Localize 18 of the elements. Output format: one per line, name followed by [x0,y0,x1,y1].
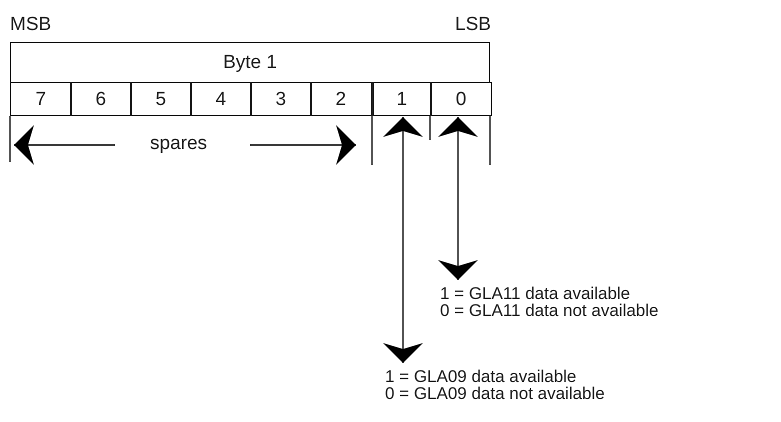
bit-field: 1 [372,82,432,116]
bit-field: 6 [70,82,132,116]
byte-field: Byte 1 [10,42,490,83]
description-line: 1 = GLA11 data available [440,285,630,302]
bit-field: 0 [430,82,492,116]
description-line: 1 = GLA09 data available [385,368,576,385]
bit-order-label: MSB [10,14,52,36]
bit-order-label: LSB [455,14,491,36]
arrow [438,117,478,280]
arrow [383,117,423,363]
description-line: 0 = GLA11 data not available [440,302,658,319]
bit-field: 5 [130,82,192,116]
bit-field: 4 [190,82,252,116]
bit-field: 2 [310,82,374,116]
bit-field: 3 [250,82,312,116]
range-label: spares [150,133,208,155]
description-line: 0 = GLA09 data not available [385,385,605,402]
bit-field: 7 [10,82,72,116]
